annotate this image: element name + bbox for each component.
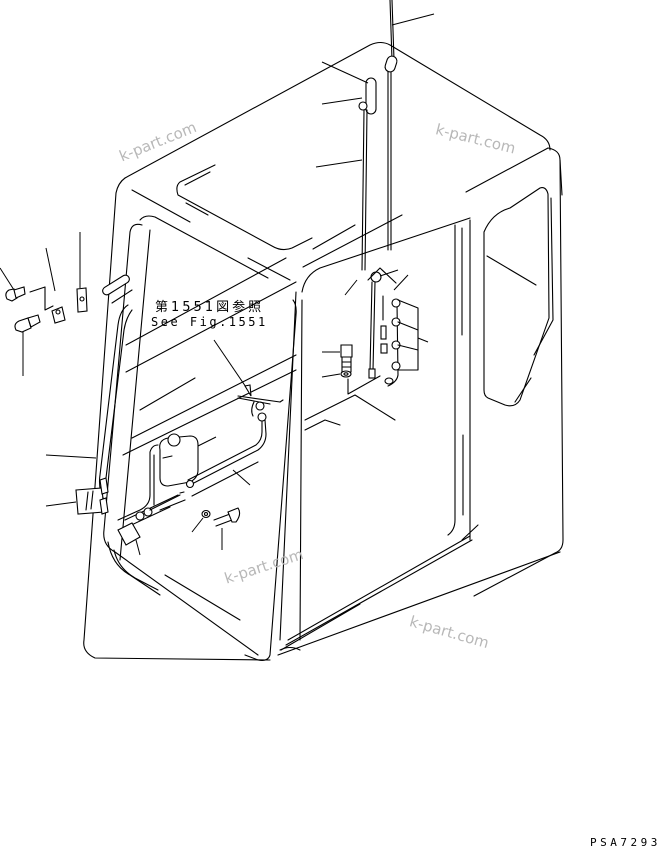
figure-reference-english: See Fig.1551 bbox=[151, 315, 268, 329]
rear-harness-assembly bbox=[321, 267, 429, 395]
cab-front-frame bbox=[83, 192, 297, 661]
cab-right-side bbox=[277, 159, 564, 656]
figure-reference-japanese: 第1551図参照 bbox=[155, 300, 265, 315]
door-weatherstrip bbox=[45, 304, 133, 515]
left-hardware bbox=[0, 232, 88, 376]
cab-roof bbox=[115, 41, 563, 281]
washer-tank-assembly bbox=[117, 339, 284, 556]
drawing-number: PSA7293 bbox=[590, 836, 658, 849]
top-hinge-assembly bbox=[315, 0, 435, 271]
